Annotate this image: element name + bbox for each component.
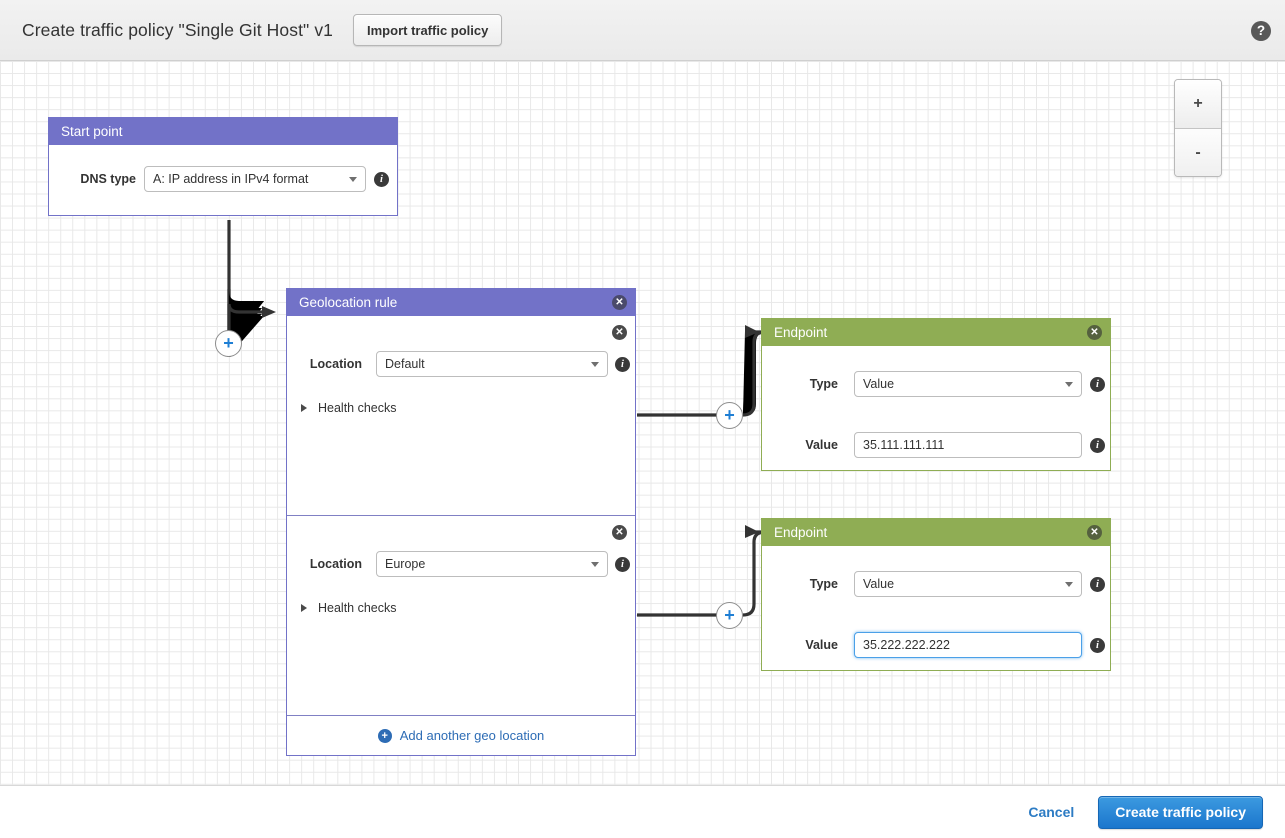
- add-node-button-endpoint-2[interactable]: +: [716, 602, 743, 629]
- add-node-button-start[interactable]: +: [215, 330, 242, 357]
- start-point-title: Start point: [61, 124, 123, 139]
- start-point-header: Start point: [49, 118, 397, 145]
- endpoint-type-value: Value: [863, 577, 895, 591]
- create-traffic-policy-button[interactable]: Create traffic policy: [1098, 795, 1263, 829]
- import-traffic-policy-button[interactable]: Import traffic policy: [353, 14, 503, 46]
- endpoint-type-select[interactable]: Value: [854, 571, 1082, 597]
- location-select[interactable]: Europe: [376, 551, 608, 577]
- endpoint-type-value: Value: [863, 377, 895, 391]
- endpoint-card[interactable]: Endpoint ✕ Type Value i Value 35.222.222…: [761, 518, 1111, 671]
- dns-type-label: DNS type: [80, 172, 136, 186]
- endpoint-type-row: Type Value i: [762, 346, 1110, 397]
- zoom-controls: + -: [1174, 79, 1222, 177]
- cancel-button[interactable]: Cancel: [1028, 804, 1075, 820]
- geo-location-section: ✕ Location Europe i Health checks: [287, 515, 635, 715]
- chevron-down-icon: [591, 362, 599, 367]
- dns-type-row: DNS type A: IP address in IPv4 format i: [49, 145, 397, 192]
- endpoint-card[interactable]: Endpoint ✕ Type Value i Value 35.111.111…: [761, 318, 1111, 471]
- health-checks-toggle[interactable]: Health checks: [287, 401, 635, 415]
- location-label: Location: [309, 357, 362, 371]
- zoom-out-button[interactable]: -: [1175, 128, 1221, 176]
- geolocation-rule-header: Geolocation rule ✕: [287, 289, 635, 316]
- location-select[interactable]: Default: [376, 351, 608, 377]
- plus-icon: +: [377, 728, 392, 743]
- location-value: Europe: [385, 557, 426, 571]
- chevron-right-icon: [301, 604, 307, 612]
- endpoint-type-label: Type: [809, 377, 838, 391]
- geolocation-rule-card[interactable]: Geolocation rule ✕ ✕ Location Default i …: [286, 288, 636, 756]
- endpoint-type-info-icon[interactable]: i: [1090, 376, 1105, 392]
- endpoint-type-row: Type Value i: [762, 546, 1110, 597]
- start-point-body: DNS type A: IP address in IPv4 format i: [49, 145, 397, 215]
- endpoint-header: Endpoint ✕: [762, 319, 1110, 346]
- endpoint-title: Endpoint: [774, 525, 828, 540]
- add-geo-location-label: Add another geo location: [399, 728, 545, 743]
- add-geo-location-button[interactable]: + Add another geo location: [287, 715, 635, 755]
- location-row: Location Europe i: [287, 516, 635, 577]
- location-value: Default: [385, 357, 425, 371]
- endpoint-value-text: 35.222.222.222: [863, 638, 950, 652]
- geo-location-section: ✕ Location Default i Health checks: [287, 316, 635, 515]
- close-icon[interactable]: ✕: [1087, 325, 1102, 340]
- endpoint-value-label: Value: [805, 438, 838, 452]
- top-header-bar: Create traffic policy "Single Git Host" …: [0, 0, 1285, 61]
- dns-type-value: A: IP address in IPv4 format: [153, 172, 309, 186]
- endpoint-value-input[interactable]: 35.222.222.222: [854, 632, 1082, 658]
- endpoint-type-select[interactable]: Value: [854, 371, 1082, 397]
- chevron-down-icon: [349, 177, 357, 182]
- start-point-card[interactable]: Start point DNS type A: IP address in IP…: [48, 117, 398, 216]
- endpoint-header: Endpoint ✕: [762, 519, 1110, 546]
- chevron-down-icon: [1065, 382, 1073, 387]
- endpoint-value-row: Value 35.111.111.111 i: [762, 397, 1110, 458]
- remove-geo-location-icon[interactable]: ✕: [612, 325, 627, 340]
- endpoint-value-label: Value: [805, 638, 838, 652]
- zoom-in-button[interactable]: +: [1175, 80, 1221, 128]
- chevron-down-icon: [1065, 582, 1073, 587]
- add-node-button-endpoint-1[interactable]: +: [716, 402, 743, 429]
- health-checks-label: Health checks: [318, 401, 397, 415]
- close-icon[interactable]: ✕: [1087, 525, 1102, 540]
- endpoint-value-text: 35.111.111.111: [863, 438, 945, 452]
- endpoint-type-info-icon[interactable]: i: [1090, 576, 1105, 592]
- health-checks-toggle[interactable]: Health checks: [287, 601, 635, 615]
- footer-action-bar: Cancel Create traffic policy: [0, 785, 1285, 838]
- remove-geo-location-icon[interactable]: ✕: [612, 525, 627, 540]
- help-icon[interactable]: ?: [1251, 21, 1271, 41]
- chevron-down-icon: [591, 562, 599, 567]
- page-title: Create traffic policy "Single Git Host" …: [22, 19, 334, 40]
- health-checks-label: Health checks: [318, 601, 397, 615]
- endpoint-body: Type Value i Value 35.222.222.222 i: [762, 546, 1110, 670]
- endpoint-type-label: Type: [809, 577, 838, 591]
- dns-type-info-icon[interactable]: i: [374, 171, 389, 187]
- policy-canvas[interactable]: + -: [0, 61, 1285, 785]
- geolocation-rule-title: Geolocation rule: [299, 295, 398, 310]
- close-icon[interactable]: ✕: [612, 295, 627, 310]
- location-label: Location: [309, 557, 362, 571]
- endpoint-title: Endpoint: [774, 325, 828, 340]
- location-info-icon[interactable]: i: [615, 556, 630, 572]
- endpoint-body: Type Value i Value 35.111.111.111 i: [762, 346, 1110, 470]
- endpoint-value-info-icon[interactable]: i: [1090, 437, 1105, 453]
- chevron-right-icon: [301, 404, 307, 412]
- location-info-icon[interactable]: i: [615, 356, 630, 372]
- location-row: Location Default i: [287, 316, 635, 377]
- endpoint-value-info-icon[interactable]: i: [1090, 637, 1105, 653]
- endpoint-value-input[interactable]: 35.111.111.111: [854, 432, 1082, 458]
- endpoint-value-row: Value 35.222.222.222 i: [762, 597, 1110, 658]
- dns-type-select[interactable]: A: IP address in IPv4 format: [144, 166, 366, 192]
